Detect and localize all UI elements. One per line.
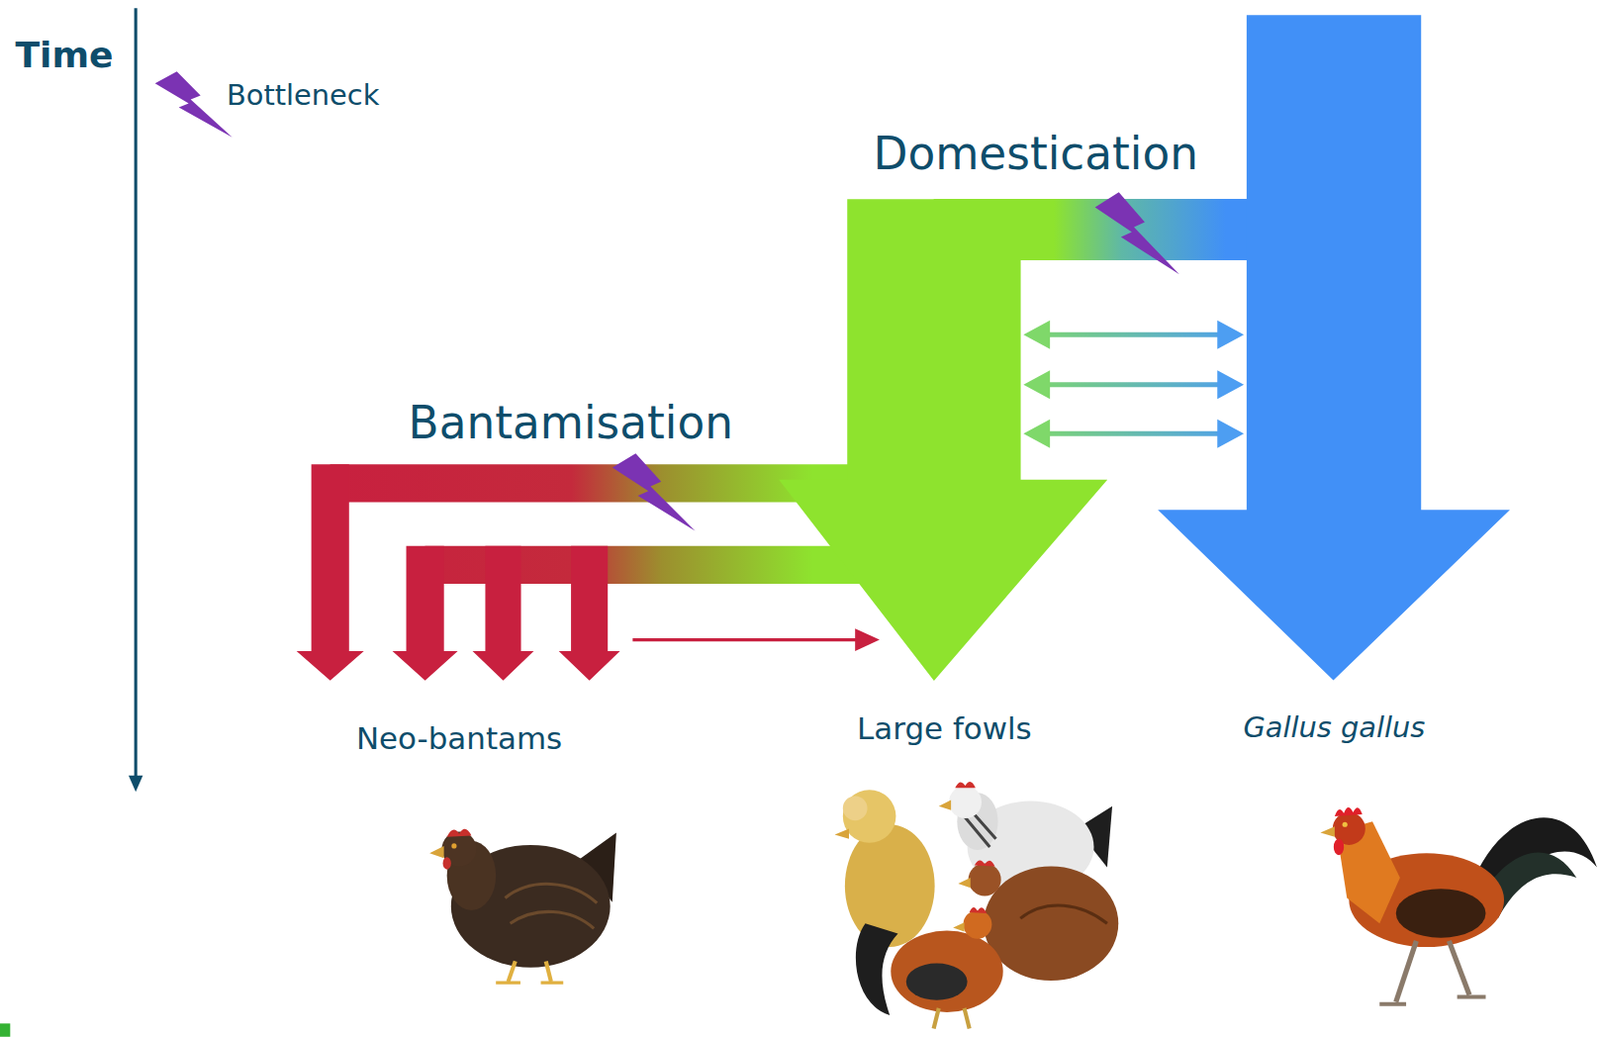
group-label: Gallus gallus xyxy=(1242,710,1425,746)
hen-picture-part xyxy=(495,981,564,985)
junglefowl-picture-part xyxy=(1342,822,1348,828)
large-fowls-picture-part xyxy=(983,866,1119,982)
arrow-head xyxy=(1023,320,1050,350)
gene-flow-arrow xyxy=(1023,419,1244,449)
flow-arrow-node: Gallus gallus xyxy=(1152,9,1515,763)
flow-arrow xyxy=(471,546,534,681)
process-label: Domestication xyxy=(873,127,1199,182)
bottleneck-icon xyxy=(1095,191,1180,275)
bottleneck-icon xyxy=(612,453,696,531)
flow-arrow xyxy=(559,546,621,681)
gene-flow-line xyxy=(1047,381,1220,387)
flow-arrow xyxy=(296,464,365,681)
logo-mark-part xyxy=(0,1023,10,1036)
large-fowls-picture-part xyxy=(845,824,936,947)
illustration-group xyxy=(0,7,1598,1037)
junglefowl-picture-part xyxy=(1448,941,1470,996)
arrow-head xyxy=(1217,320,1244,350)
process-label-holder: Bantamisation xyxy=(408,396,734,451)
large-fowls-picture-part xyxy=(964,1008,970,1030)
flow-arrow-shape xyxy=(1152,9,1515,763)
large-fowls-picture-part xyxy=(969,907,988,914)
axis-label-holder: Time xyxy=(14,34,113,78)
flow-arrow-shape xyxy=(290,459,628,763)
arrow-head xyxy=(1217,370,1244,399)
hen-picture-part xyxy=(510,911,595,929)
group-label: Neo-bantams xyxy=(356,720,563,757)
large-fowls-picture-part xyxy=(968,862,1002,896)
hen-picture-part xyxy=(429,846,444,858)
hen-picture-part xyxy=(508,960,516,982)
large-fowls-picture-part xyxy=(1020,905,1108,924)
gene-flow-line xyxy=(1047,332,1220,338)
flow-arrow-node: Large fowls xyxy=(773,193,1116,763)
gene-flow-arrow xyxy=(1023,370,1244,399)
time-axis-part xyxy=(128,775,143,793)
junglefowl-picture-part xyxy=(1396,888,1487,939)
large-fowls-picture-part xyxy=(954,781,976,788)
bottleneck-icon xyxy=(155,71,233,138)
gene-flow-line xyxy=(1047,431,1220,437)
hen-picture xyxy=(429,829,617,983)
arrow-head xyxy=(854,628,880,652)
time-axis-part xyxy=(134,7,138,778)
flow-arrow-node: Neo-bantams xyxy=(290,459,628,763)
large-fowls-picture-part xyxy=(952,922,964,932)
large-fowls-picture-part xyxy=(843,795,868,821)
logo-mark xyxy=(0,1023,10,1036)
hen-picture-part xyxy=(447,829,472,838)
large-fowls-picture-part xyxy=(890,931,1003,1014)
process-label-holder: Domestication xyxy=(873,127,1199,182)
large-fowls-picture xyxy=(835,781,1120,1030)
large-fowls-picture-part xyxy=(939,800,951,811)
gene-flow-line xyxy=(632,638,857,642)
time-axis xyxy=(128,7,143,792)
hen-picture-part xyxy=(504,883,597,903)
arrow-head xyxy=(1023,419,1050,449)
junglefowl-picture-part xyxy=(1333,839,1344,856)
large-fowls-picture-part xyxy=(934,1008,940,1030)
arrow-head xyxy=(1023,370,1050,399)
arrow-head xyxy=(1217,419,1244,449)
junglefowl-picture-part xyxy=(1379,997,1486,1005)
flow-arrow xyxy=(392,546,459,681)
flow-arrow xyxy=(1157,14,1510,680)
large-fowls-picture-part xyxy=(906,963,968,1001)
large-fowls-picture-part xyxy=(957,877,970,888)
large-fowls-picture-part xyxy=(835,828,849,839)
gene-flow-arrow xyxy=(632,628,880,652)
flow-arrow xyxy=(778,198,1108,681)
large-fowls-picture-part xyxy=(963,910,993,940)
flow-arrow-shape xyxy=(773,193,1116,763)
large-fowls-picture-part xyxy=(974,860,996,867)
junglefowl-picture-part xyxy=(1396,941,1417,1003)
hen-picture-part xyxy=(443,856,452,869)
process-label: Bantamisation xyxy=(408,396,734,451)
group-label: Large fowls xyxy=(856,710,1033,748)
junglefowl-picture-part xyxy=(1319,826,1334,837)
junglefowl-picture xyxy=(1319,807,1597,1005)
hen-picture-part xyxy=(546,960,552,982)
large-fowls-picture-part xyxy=(843,789,897,844)
gene-flow-arrow xyxy=(1023,320,1244,350)
axis-label: Time xyxy=(14,34,113,78)
large-fowls-picture-part xyxy=(948,785,982,819)
legend-text: Bottleneck xyxy=(226,78,380,113)
junglefowl-picture-part xyxy=(1334,807,1363,817)
legend-item: Bottleneck xyxy=(226,78,380,113)
hen-picture-part xyxy=(451,843,457,848)
